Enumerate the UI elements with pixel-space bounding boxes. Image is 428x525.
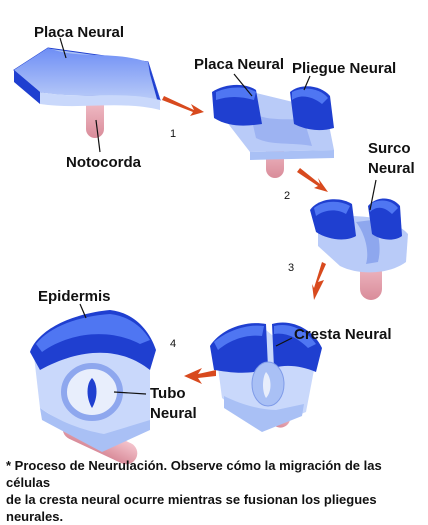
leader-placa-2: [233, 73, 253, 97]
plate-2-front: [250, 150, 334, 160]
leader-lines: [59, 37, 377, 395]
arrow-1: [162, 96, 204, 116]
leader-pliegue: [303, 75, 311, 91]
plate-1-top: [14, 48, 160, 100]
stage-4-neural-crest: [210, 322, 322, 432]
body-4-right-hi: [274, 324, 316, 348]
neural-tube-5-lumen: [87, 378, 97, 408]
step-number-2: 2: [284, 190, 291, 202]
notochord-1: [86, 96, 104, 138]
step-number-3: 3: [288, 262, 295, 274]
leader-epidermis: [79, 303, 87, 319]
plate-1-front: [40, 92, 160, 110]
fold-2-left-hi: [216, 87, 256, 100]
leader-cresta: [275, 337, 293, 347]
arrow-3: [312, 262, 326, 300]
leader-notocorda: [95, 119, 101, 153]
fold-2-right-hi: [292, 88, 328, 104]
label-tubo-neural-2: Neural: [150, 405, 197, 422]
label-tubo-neural-1: Tubo: [150, 385, 186, 402]
body-4-lower: [224, 396, 304, 432]
leader-tubo: [113, 391, 147, 395]
arrow-2: [297, 168, 328, 192]
label-epidermis: Epidermis: [38, 288, 111, 305]
step-number-1: 1: [170, 128, 177, 140]
leader-placa-1: [59, 37, 67, 59]
label-surco-neural-2: Neural: [368, 160, 415, 177]
stage-5-neural-tube: [30, 310, 156, 465]
label-notocorda: Notocorda: [66, 154, 141, 171]
step-number-4: 4: [170, 338, 177, 350]
stage-1-neural-plate: [13, 47, 161, 138]
neural-tube-4-lumen: [263, 372, 271, 398]
label-placa-neural-1: Placa Neural: [34, 24, 125, 41]
leader-surco: [369, 179, 377, 211]
stage-2-neural-folds: [212, 84, 334, 178]
caption-line-1: * Proceso de Neurulación. Observe cómo l…: [6, 458, 382, 490]
plate-1-edge-left: [14, 70, 40, 104]
body-5-lower: [40, 408, 150, 452]
stage-3-neural-groove: [310, 198, 408, 300]
body-4-left-hi: [214, 325, 264, 350]
fold-3-right-hi: [370, 200, 398, 214]
label-pliegue-neural: Pliegue Neural: [292, 60, 397, 77]
label-cresta-neural: Cresta Neural: [294, 326, 392, 343]
plate-1-edge-right: [148, 62, 160, 110]
fold-3-left-hi: [314, 201, 350, 216]
caption-line-2: de la cresta neural ocurre mientras se f…: [6, 492, 377, 524]
body-4-right-wing: [272, 322, 322, 372]
label-placa-neural-2: Placa Neural: [194, 56, 285, 73]
figure-caption: * Proceso de Neurulación. Observe cómo l…: [6, 457, 426, 525]
epidermis-5-hi: [36, 314, 150, 352]
label-surco-neural-1: Surco: [368, 140, 411, 157]
arrow-4: [184, 368, 216, 384]
